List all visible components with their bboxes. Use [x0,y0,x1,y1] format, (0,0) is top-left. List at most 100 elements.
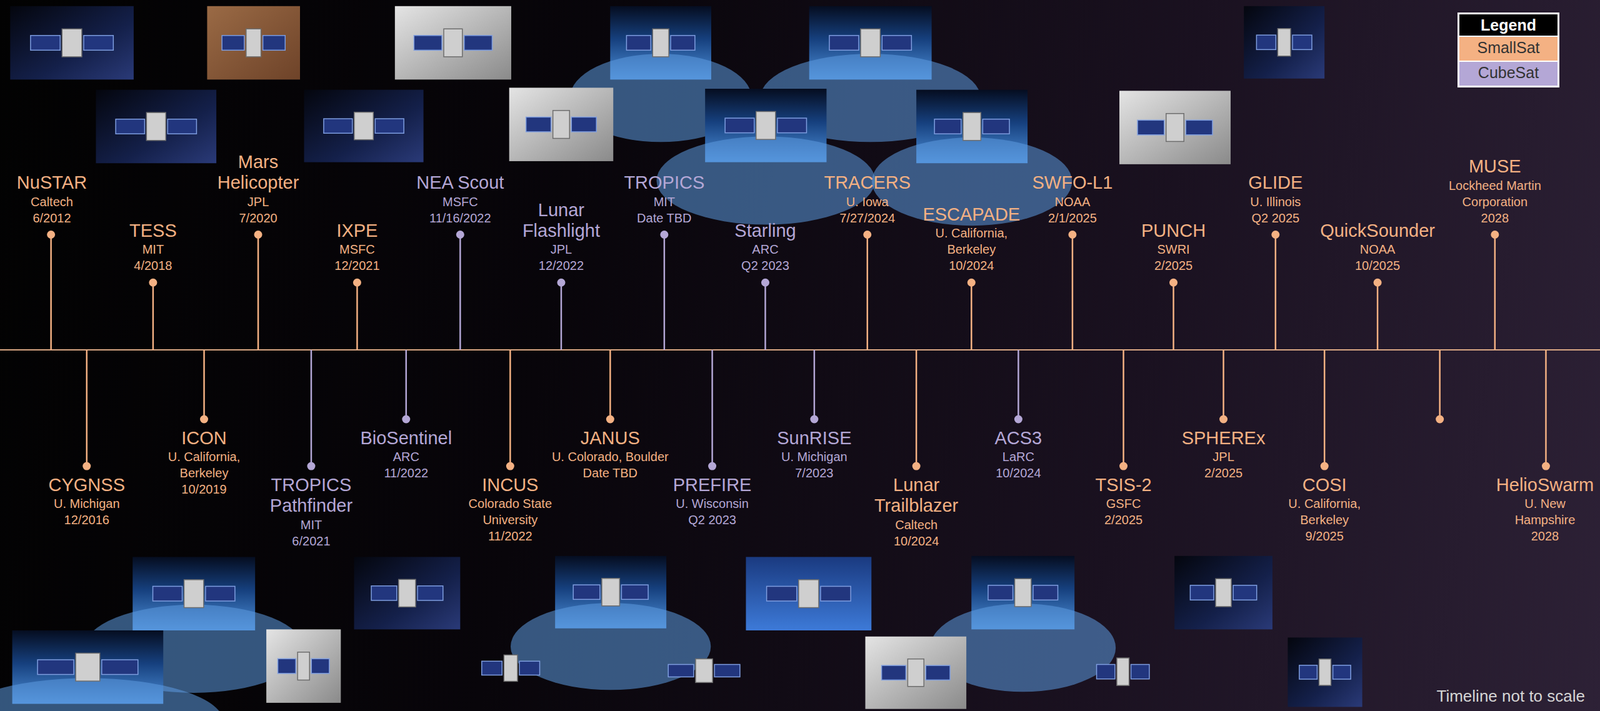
solar-panel [1137,120,1165,135]
solar-panel [1233,585,1257,601]
mission-picture [481,655,540,682]
timeline-stem [509,350,512,467]
mission-picture [656,88,875,225]
solar-panel [766,586,797,602]
picture-ground [865,636,967,710]
mission-entry: NuSTARCaltech6/2012 [5,172,99,226]
timeline-stem [1071,235,1074,350]
mission-name: QuickSounder [1315,220,1440,242]
note-text: Timeline not to scale [1436,686,1585,707]
mission-picture [760,6,981,142]
timeline-stem [50,235,52,350]
timeline-dot [1119,462,1128,471]
mission-org: U. Colorado, Boulder [535,448,685,465]
mission-name: TSIS-2 [1076,475,1171,496]
mission-entry: QuickSounderNOAA10/2025 [1315,220,1440,274]
timeline-dot [401,415,410,424]
mission-date: 9/2025 [1268,528,1381,545]
picture-ground [1119,90,1231,165]
timeline-stem [1275,235,1277,350]
timeline-stem [86,350,89,467]
mission-entry: PUNCHSWRI2/2025 [1126,220,1221,274]
spacecraft-body [1215,578,1232,607]
picture-ground [304,90,424,163]
spacecraft-body [184,580,204,609]
mission-org: U. California, Berkeley [148,448,261,482]
timeline-stem [663,235,666,350]
mission-picture [1287,637,1362,707]
spacecraft-body [963,112,981,141]
mission-entry: StarlingARCQ2 2023 [718,220,812,274]
timeline-axis [0,349,1600,351]
mission-name: PREFIRE [659,475,766,496]
solar-panel [375,118,404,134]
spacecraft-body [246,28,262,57]
mission-picture [354,556,461,630]
mission-picture [1243,6,1325,79]
picture-ground [509,87,614,162]
solar-panel [464,35,493,51]
mission-entry: Mars HelicopterJPL7/2020 [211,151,305,227]
mission-name: TESS [106,220,200,242]
solar-panel [1096,665,1115,680]
solar-panel [1033,585,1059,601]
timeline-stem [152,282,155,350]
mission-org: U. Iowa [817,193,918,210]
timeline-dot [1435,415,1444,424]
mission-name: Lunar Flashlight [511,200,612,242]
mission-entry: IXPEMSFC12/2021 [310,220,404,274]
mission-picture [304,90,424,163]
mission-name: GLIDE [1228,172,1323,194]
timeline-stem [711,350,714,467]
picture-ground [10,6,134,80]
mission-picture [668,659,740,684]
mission-picture [1096,658,1150,686]
solar-panel [481,661,503,675]
mission-date: Q2 2023 [659,511,766,529]
timeline-dot [46,230,55,239]
picture-ground [206,6,300,80]
timeline-stem [1122,350,1125,467]
timeline-dot [1490,230,1499,239]
timeline-dot [708,462,717,471]
solar-panel [1333,665,1352,680]
timeline-stem [1438,350,1441,420]
solar-panel [1185,120,1213,135]
mission-date: 6/2021 [258,533,365,550]
mission-org: MIT [258,516,365,534]
timeline-stem [866,235,869,350]
solar-panel [37,660,74,675]
mission-entry: TSIS-2GSFC2/2025 [1076,475,1171,529]
picture-ground [1174,556,1273,630]
mission-org: MSFC [403,193,517,210]
solar-panel [982,119,1010,135]
timeline-dot [306,462,315,471]
mission-picture [206,6,300,80]
mission-name: ESCAPADE [915,204,1028,225]
timeline-stem [1545,350,1547,467]
timeline-stem [764,282,767,350]
picture-ground [1287,637,1362,707]
mission-name: TRACERS [817,172,918,194]
mission-date: 7/2023 [761,465,868,482]
mission-date: 2/2025 [1173,465,1274,482]
mission-date: 7/27/2024 [817,210,918,227]
spacecraft-body [443,28,463,57]
mission-date: 11/16/2022 [403,210,517,227]
timeline-stem [1323,350,1326,467]
solar-panel [1292,35,1312,50]
solar-panel [413,35,442,51]
solar-panel [988,585,1014,601]
mission-entry: SPHERExJPL2/2025 [1173,428,1274,482]
mission-picture [395,6,512,80]
timeline-dot [353,278,362,287]
spacecraft-body [398,579,416,607]
mission-org: U. Michigan [761,448,868,465]
solar-panel [670,35,695,51]
timeline-dot [1014,415,1023,424]
solar-panel [934,119,962,135]
mission-picture [1174,556,1273,630]
spacecraft-body [354,112,374,140]
solar-panel [1299,665,1318,680]
